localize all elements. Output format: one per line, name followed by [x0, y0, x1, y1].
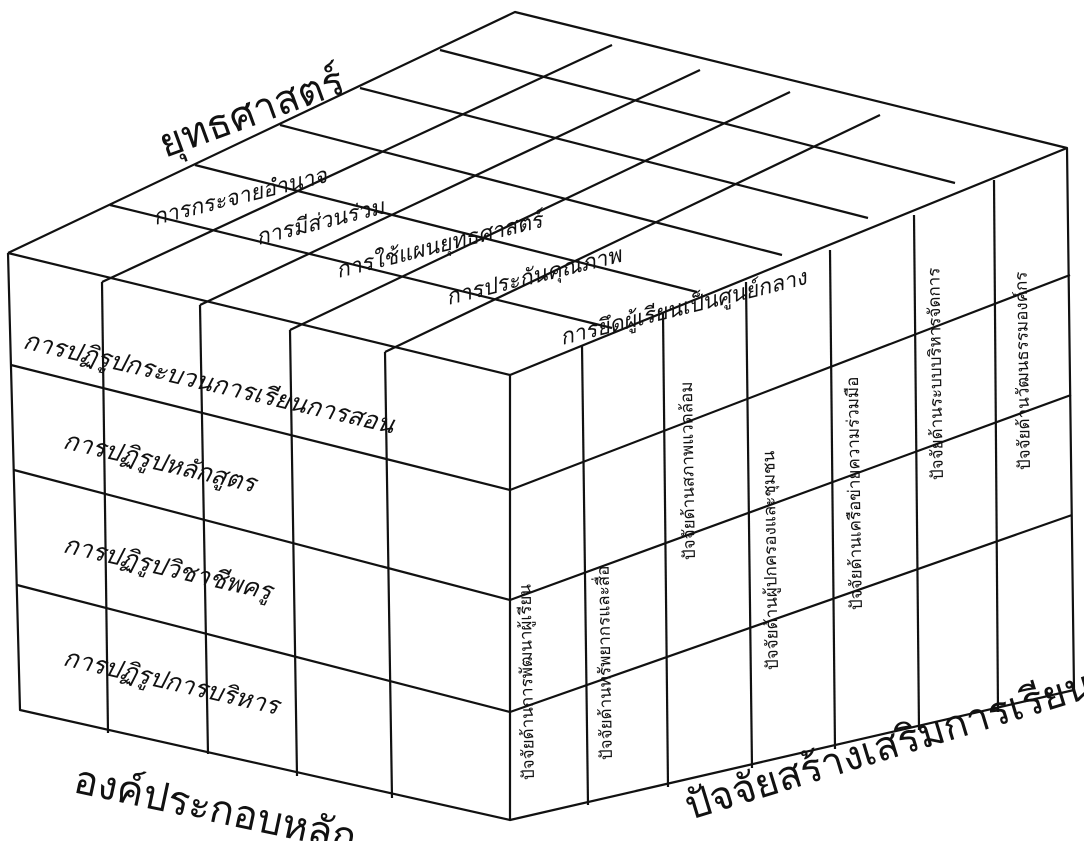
side-col-line-2 [661, 312, 670, 788]
side-factor-label-2: ปัจจัยด้านทรัพยากรและสื่อ [591, 565, 617, 760]
axis-label-side: ปัจจัยสร้างเสริมการเรียน [679, 662, 1084, 830]
edge-front-top [7, 251, 511, 377]
side-col-line-3 [744, 281, 754, 769]
front-col-line-4 [383, 351, 394, 799]
top-line-a1 [109, 203, 613, 330]
front-row-label-3: การปฏิรูปวิชาชีพครู [60, 530, 277, 608]
side-row-line-3 [509, 513, 1073, 714]
top-line-a5 [439, 48, 956, 185]
side-factor-label-1: ปัจจัยด้านการพัฒนาผู้เรียน [516, 583, 539, 780]
front-row-line-1 [10, 363, 511, 492]
top-line-b2 [199, 69, 701, 306]
top-strategy-label-5: การยึดผู้เรียนเป็นศูนย์กลาง [557, 263, 811, 351]
side-factor-label-5: ปัจจัยด้านเครือข่ายความร่วมมือ [843, 376, 867, 610]
side-col-line-1 [580, 344, 590, 806]
front-col-line-2 [198, 304, 210, 755]
cube-grid [6, 10, 1076, 822]
top-line-a3 [279, 123, 783, 257]
front-row-label-1: การปฏิรูปกระบวนการเรียนการสอน [20, 326, 398, 441]
top-line-a2 [194, 163, 698, 294]
side-factor-label-4: ปัจจัยด้านผู้ปกครองและชุมชน [759, 450, 783, 670]
cube-outline [6, 10, 1076, 822]
side-row-line-2 [509, 393, 1072, 602]
side-factor-label-3: ปัจจัยด้านสภาพแวดล้อม [677, 381, 700, 560]
top-line-b4 [384, 114, 881, 353]
top-line-b3 [289, 91, 791, 331]
top-line-b1 [101, 44, 613, 283]
top-strategy-label-4: การประกันคุณภาพ [443, 242, 626, 310]
edge-top-side [509, 146, 1068, 377]
side-col-line-4 [828, 249, 837, 750]
side-col-line-5 [912, 214, 921, 731]
front-row-label-4: การปฏิรูปการบริหาร [60, 643, 284, 722]
side-row-line-1 [509, 273, 1071, 492]
front-row-label-2: การปฏิรูปหลักสูตร [60, 426, 261, 500]
side-col-line-6 [992, 179, 1000, 713]
front-row-line-3 [16, 583, 511, 714]
axis-label-top: ยุทธศาสตร์ [153, 58, 351, 169]
top-line-a4 [359, 86, 869, 220]
front-col-line-1 [100, 281, 110, 734]
axis-label-front: องค์ประกอบหลัก [70, 757, 361, 841]
side-factor-label-7: ปัจจัยด้านวัฒนธรรมองค์กร [1012, 271, 1035, 470]
front-col-line-3 [288, 329, 299, 777]
side-factor-label-6: ปัจจัยด้านระบบบริหารจัดการ [924, 267, 948, 480]
front-row-line-2 [13, 468, 511, 602]
